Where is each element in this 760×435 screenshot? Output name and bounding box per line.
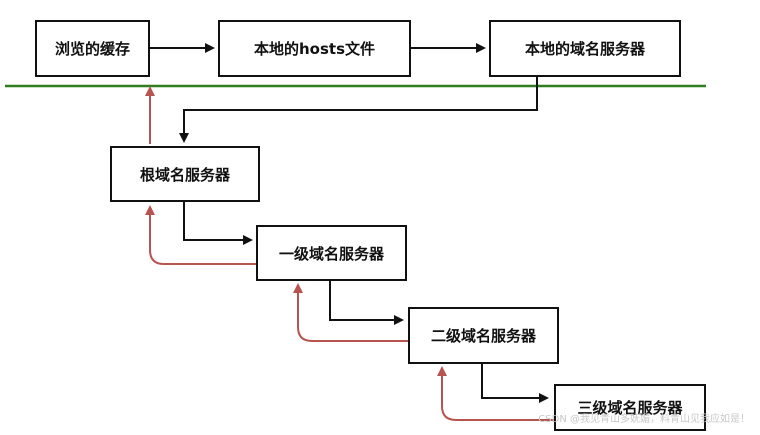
node-first-level-dns: 一级域名服务器	[256, 225, 407, 281]
node-label: 根域名服务器	[139, 165, 230, 184]
arrow-first-to-second	[329, 281, 404, 325]
node-second-level-dns: 二级域名服务器	[408, 307, 559, 364]
watermark: CSDN @我见青山多妩媚，料青山见我应如是！	[538, 414, 750, 425]
response-third-to-second	[437, 366, 554, 421]
arrow-second-to-third	[481, 364, 549, 403]
node-browser-cache: 浏览的缓存	[35, 20, 150, 77]
node-label: 一级域名服务器	[278, 244, 384, 263]
response-second-to-first	[293, 283, 408, 342]
node-label: 本地的hosts文件	[253, 40, 375, 58]
node-root-dns: 根域名服务器	[110, 146, 260, 202]
arrow-root-to-first	[183, 201, 253, 245]
node-third-level-dns: 三级域名服务器	[554, 384, 706, 431]
node-label: 浏览的缓存	[54, 40, 130, 58]
node-local-hosts: 本地的hosts文件	[218, 20, 411, 77]
response-first-to-root	[145, 205, 256, 265]
node-label: 三级域名服务器	[577, 399, 683, 417]
node-label: 本地的域名服务器	[524, 40, 645, 58]
node-label: 二级域名服务器	[430, 327, 536, 345]
arrow-local-dns-to-root	[179, 77, 538, 143]
node-local-dns: 本地的域名服务器	[489, 20, 681, 77]
